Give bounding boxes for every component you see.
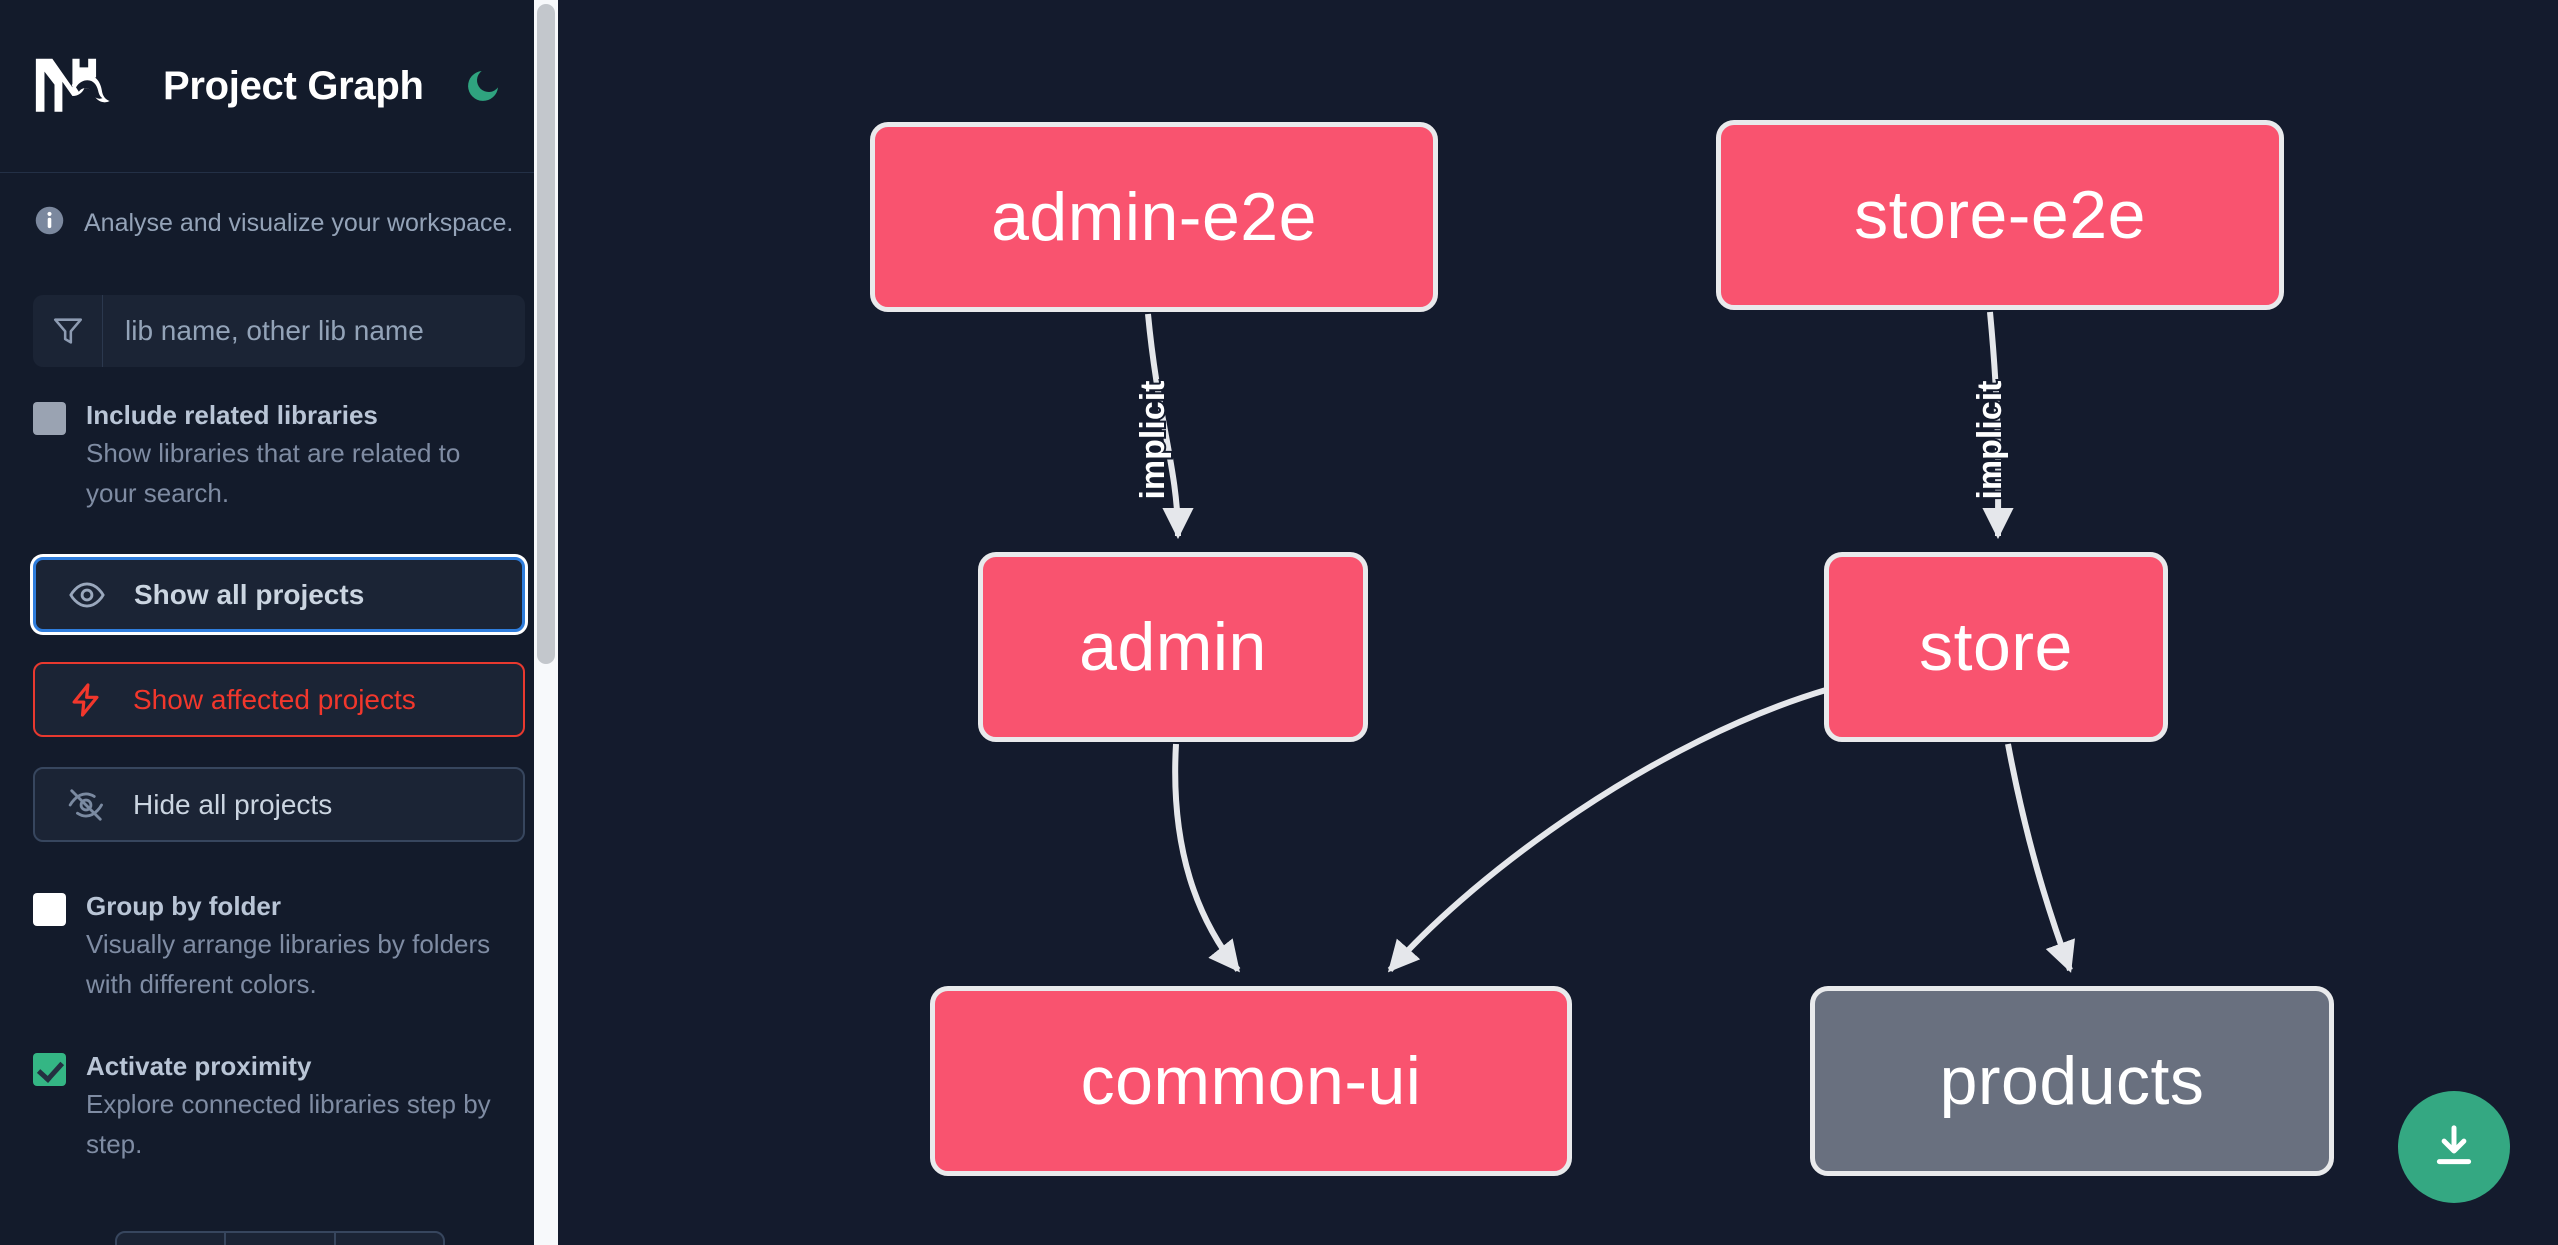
search-bar: [33, 295, 525, 367]
option-include-related-libraries[interactable]: Include related libraries Show libraries…: [0, 397, 558, 513]
option-description: Explore connected libraries step by step…: [86, 1089, 491, 1159]
filter-funnel-icon[interactable]: [33, 295, 103, 367]
download-image-button[interactable]: [2398, 1091, 2510, 1203]
option-label: Include related libraries: [86, 400, 378, 430]
option-activate-proximity[interactable]: Activate proximity Explore connected lib…: [0, 1048, 558, 1164]
tagline-text: Analyse and visualize your workspace.: [84, 208, 514, 237]
sidebar-scrollbar-thumb[interactable]: [537, 4, 555, 664]
edge-store-e2e-to-store: [1982, 311, 2014, 540]
tagline-row: Analyse and visualize your workspace.: [0, 173, 558, 273]
button-label: Show all projects: [134, 578, 365, 610]
checkbox-group-by-folder[interactable]: [33, 893, 66, 926]
segment-option-1[interactable]: [117, 1233, 227, 1245]
edge-store-to-common-ui: [1387, 687, 1827, 973]
show-affected-projects-button[interactable]: Show affected projects: [33, 662, 525, 737]
info-icon: [33, 204, 66, 242]
sidebar: Project Graph Analyse and visualize your…: [0, 0, 558, 1245]
graph-edges: implicit implicit: [1132, 311, 2075, 973]
hide-all-projects-button[interactable]: Hide all projects: [33, 767, 525, 842]
option-label: Activate proximity: [86, 1051, 312, 1081]
option-label: Group by folder: [86, 891, 281, 921]
search-input[interactable]: [103, 295, 525, 367]
edge-admin-to-common-ui: [1172, 743, 1241, 973]
option-description: Show libraries that are related to your …: [86, 438, 461, 508]
option-group-by-folder[interactable]: Group by folder Visually arrange librari…: [0, 888, 558, 1004]
eye-off-icon: [68, 788, 103, 821]
download-icon: [2436, 1125, 2472, 1165]
node-label: store: [1919, 609, 2073, 685]
graph-node-common-ui[interactable]: common-ui: [930, 986, 1572, 1176]
page-title: Project Graph: [163, 63, 424, 108]
graph-node-admin-e2e[interactable]: admin-e2e: [870, 122, 1438, 312]
node-label: store-e2e: [1854, 177, 2146, 253]
lightning-bolt-icon: [72, 682, 99, 717]
button-label: Hide all projects: [133, 788, 333, 820]
sidebar-header: Project Graph: [0, 0, 558, 173]
show-all-projects-button[interactable]: Show all projects: [33, 557, 525, 632]
sidebar-scrollbar-track[interactable]: [534, 0, 558, 1245]
edge-label-implicit-store: implicit: [1971, 380, 2009, 499]
graph-canvas[interactable]: implicit implicit admin-e2e store-e2e ad…: [558, 0, 2558, 1245]
nx-logo-icon: [35, 58, 110, 112]
graph-node-store[interactable]: store: [1824, 552, 2168, 742]
node-label: admin: [1079, 609, 1267, 685]
graph-node-products[interactable]: products: [1810, 986, 2334, 1176]
segment-option-3[interactable]: [336, 1233, 443, 1245]
proximity-step-control[interactable]: [115, 1231, 445, 1245]
segment-option-2[interactable]: [226, 1233, 336, 1245]
checkbox-include-related-libraries[interactable]: [33, 402, 66, 435]
edge-label-implicit-admin: implicit: [1134, 380, 1172, 499]
node-label: admin-e2e: [991, 179, 1317, 255]
edge-store-to-products: [2005, 743, 2075, 973]
graph-node-admin[interactable]: admin: [978, 552, 1368, 742]
node-label: products: [1939, 1043, 2205, 1119]
checkbox-activate-proximity[interactable]: [33, 1053, 66, 1086]
edge-admin-e2e-to-admin: [1145, 313, 1194, 540]
button-label: Show affected projects: [133, 683, 416, 715]
eye-icon: [69, 581, 105, 608]
option-description: Visually arrange libraries by folders wi…: [86, 929, 491, 999]
node-label: common-ui: [1080, 1043, 1422, 1119]
moon-icon[interactable]: [462, 65, 504, 107]
graph-node-store-e2e[interactable]: store-e2e: [1716, 120, 2284, 310]
